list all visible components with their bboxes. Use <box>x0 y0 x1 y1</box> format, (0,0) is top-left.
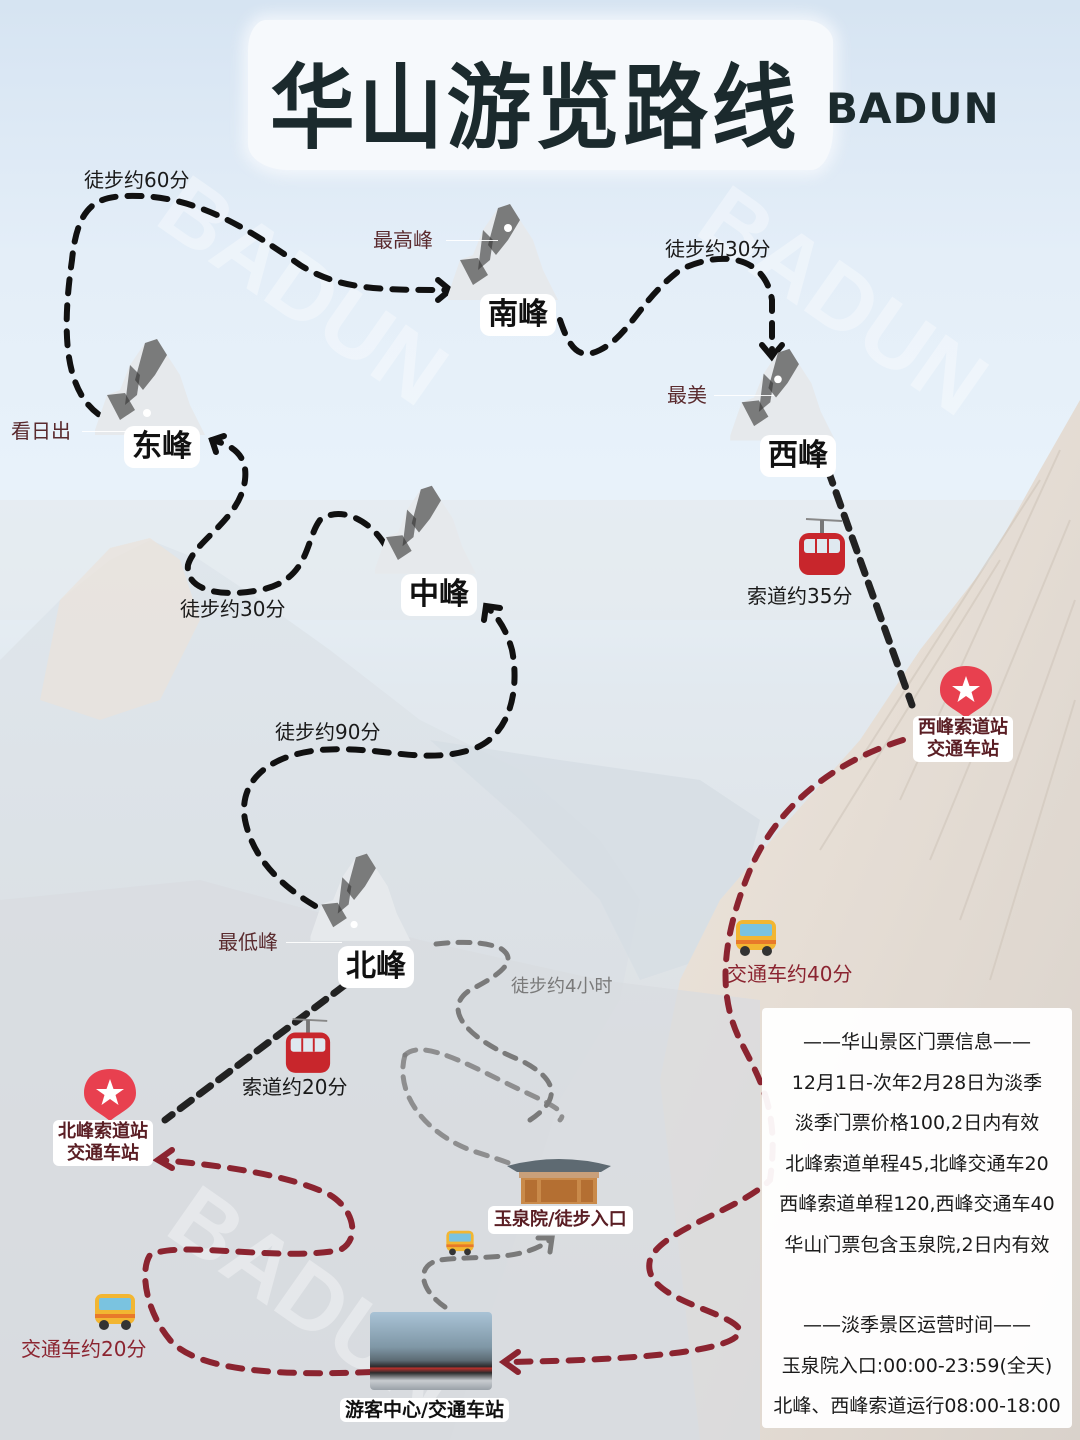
bus-icon <box>95 1294 135 1330</box>
peak-north-label[interactable]: 北峰 <box>338 946 414 988</box>
ticket-info-line: 北峰索道单程45,北峰交通车20 <box>785 1152 1049 1175</box>
route-label-yuquan-to-north: 徒步约4小时 <box>511 976 613 997</box>
yuquan-label[interactable]: 玉泉院/徒步入口 <box>488 1206 633 1234</box>
star-pin-icon[interactable] <box>82 1067 138 1123</box>
route-label-south-to-west: 徒步约30分 <box>665 237 771 261</box>
bus-icon <box>736 920 776 956</box>
route-label-west-cable: 索道约35分 <box>747 584 853 608</box>
visitor-center-photo[interactable] <box>370 1312 492 1390</box>
west-station-line2: 交通车站 <box>927 739 999 760</box>
ink-mountain-icon <box>375 485 476 574</box>
north-station-label[interactable]: 北峰索道站 交通车站 <box>53 1120 153 1166</box>
ink-mountain-icon <box>95 339 205 435</box>
route-label-north-bus: 交通车约20分 <box>21 1337 147 1361</box>
peak-note-east: 看日出 <box>11 419 71 443</box>
route-yuquan-to-north <box>425 939 554 1123</box>
info-panel: ——华山景区门票信息—— 12月1日-次年2月28日为淡季 淡季门票价格100,… <box>762 1008 1072 1428</box>
north-station-line1: 北峰索道站 <box>58 1121 148 1142</box>
title-banner <box>248 20 833 170</box>
route-label-center-to-east: 徒步约30分 <box>180 597 286 621</box>
leader-line <box>446 240 498 241</box>
west-station-line1: 西峰索道站 <box>918 717 1008 738</box>
route-label-north-cable: 索道约20分 <box>242 1075 348 1099</box>
peak-note-west: 最美 <box>667 383 707 407</box>
ticket-info-line: 淡季门票价格100,2日内有效 <box>794 1112 1040 1134</box>
temple-icon[interactable] <box>505 1150 613 1206</box>
bus-icon <box>446 1230 474 1256</box>
route-label-north-to-center: 徒步约90分 <box>275 720 381 744</box>
peak-note-north: 最低峰 <box>218 930 278 954</box>
hours-info-heading: ——淡季景区运营时间—— <box>802 1314 1031 1336</box>
star-pin-icon[interactable] <box>938 664 994 720</box>
ticket-info-line: 西峰索道单程120,西峰交通车40 <box>779 1193 1055 1215</box>
visitor-center-label[interactable]: 游客中心/交通车站 <box>340 1398 509 1422</box>
watermark: BADUN <box>150 1166 475 1436</box>
hours-info-line: 玉泉院入口:00:00-23:59(全天) <box>781 1354 1053 1377</box>
peak-center-label[interactable]: 中峰 <box>401 574 477 616</box>
page-title: 华山游览路线 <box>270 55 800 162</box>
route-label-east-to-south: 徒步约60分 <box>84 168 190 192</box>
ticket-info-line: 12月1日-次年2月28日为淡季 <box>791 1071 1043 1094</box>
leader-line <box>714 395 774 396</box>
hours-info-line: 北峰、西峰索道运行08:00-18:00 <box>773 1395 1061 1417</box>
leader-line <box>82 431 142 432</box>
peak-note-south: 最高峰 <box>373 228 433 252</box>
ticket-info-heading: ——华山景区门票信息—— <box>802 1031 1031 1053</box>
peak-south-label[interactable]: 南峰 <box>480 294 556 336</box>
peak-east-label[interactable]: 东峰 <box>124 426 200 468</box>
west-station-label[interactable]: 西峰索道站 交通车站 <box>913 716 1013 762</box>
brand-logo-text: BADUN <box>826 84 1000 133</box>
leader-line <box>286 942 342 943</box>
peak-west-label[interactable]: 西峰 <box>760 435 836 477</box>
route-label-west-bus: 交通车约40分 <box>727 962 853 986</box>
route-visitor-to-yuquan <box>421 1237 553 1310</box>
cable-car-icon <box>285 1018 331 1073</box>
ink-mountain-icon <box>310 853 411 941</box>
north-station-line2: 交通车站 <box>67 1143 139 1164</box>
cable-car-icon <box>799 518 845 575</box>
ticket-info-line: 华山门票包含玉泉院,2日内有效 <box>784 1233 1050 1256</box>
ink-mountain-icon <box>730 348 836 441</box>
route-center-to-east <box>184 437 388 596</box>
